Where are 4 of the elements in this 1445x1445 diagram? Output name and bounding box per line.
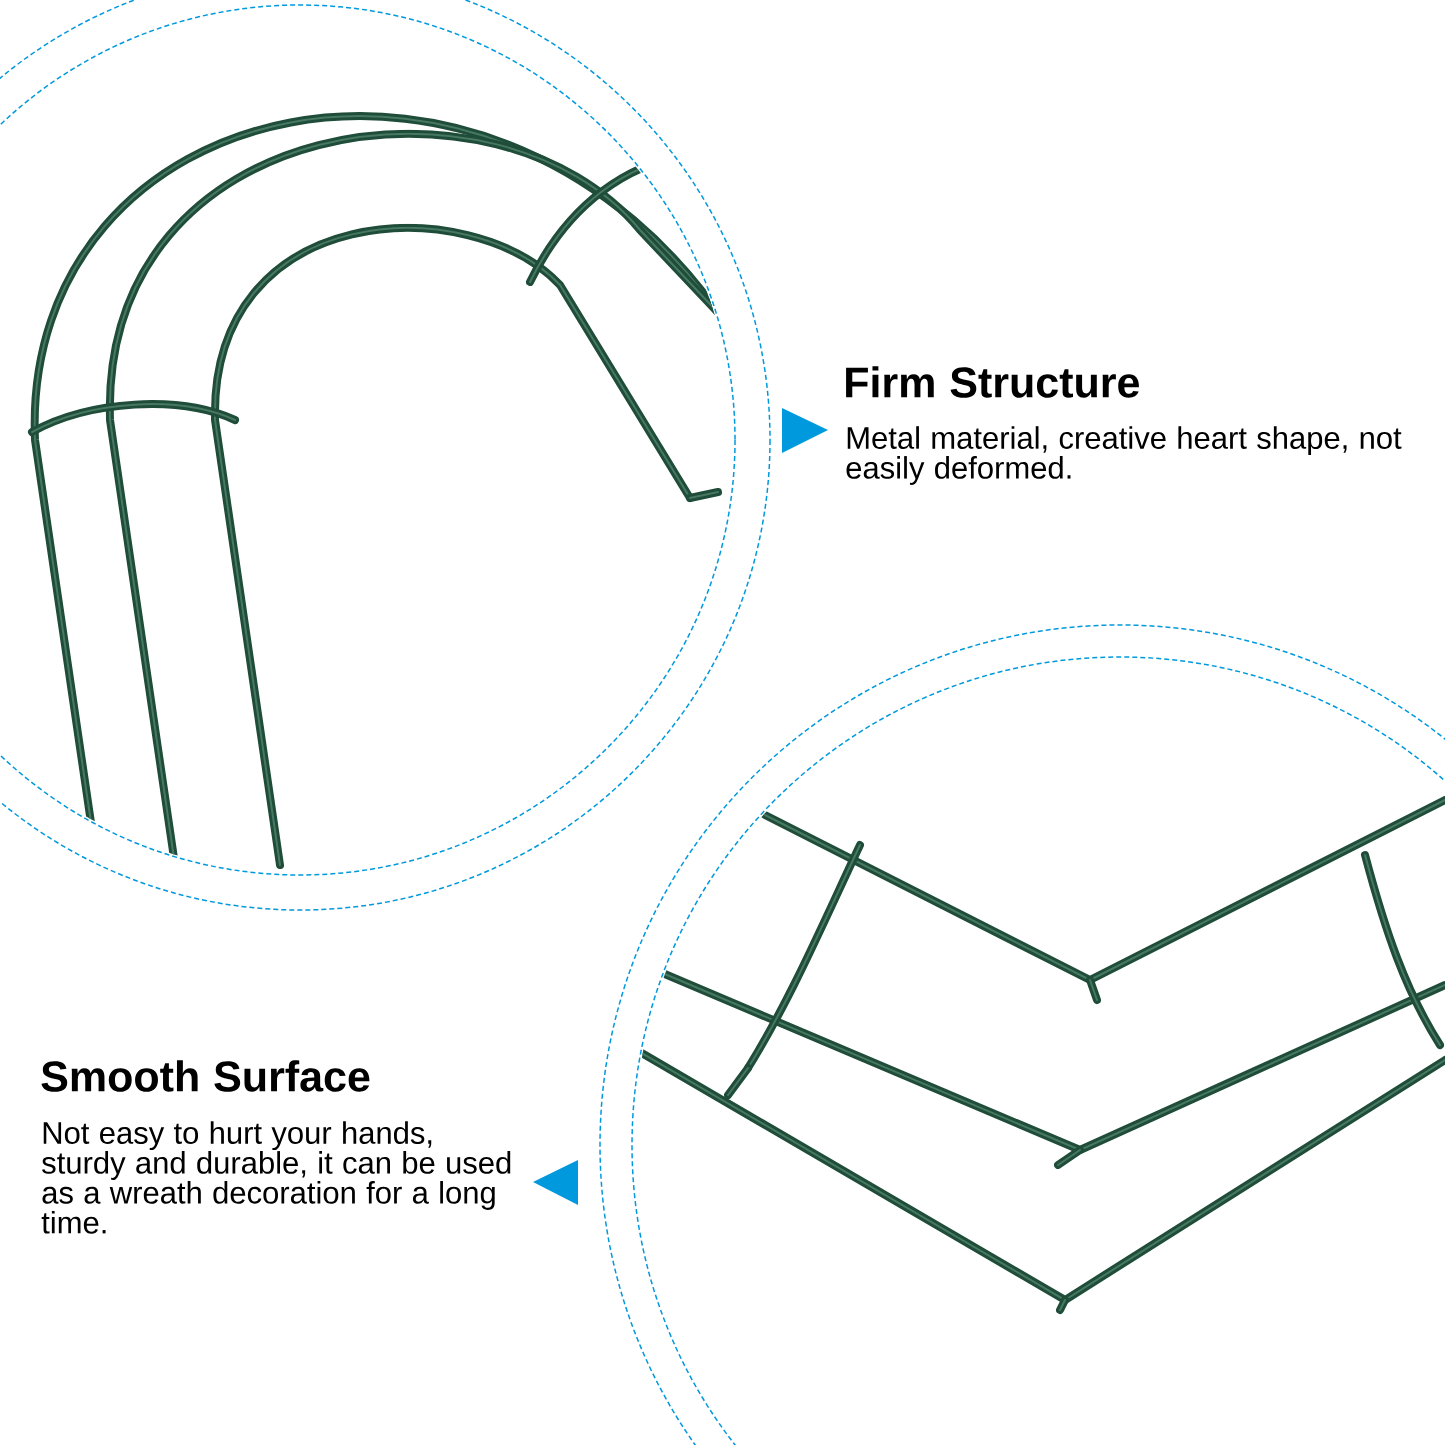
description: Metal material, creative heart shape, not easily deformed. — [846, 426, 1402, 485]
heading: Firm Structure — [846, 366, 1139, 398]
heading: Smooth Surface — [41, 1060, 370, 1092]
description: Not easy to hurt your hands, sturdy and durable, it can be used as a wreath decoration for a long time. — [41, 1121, 511, 1234]
